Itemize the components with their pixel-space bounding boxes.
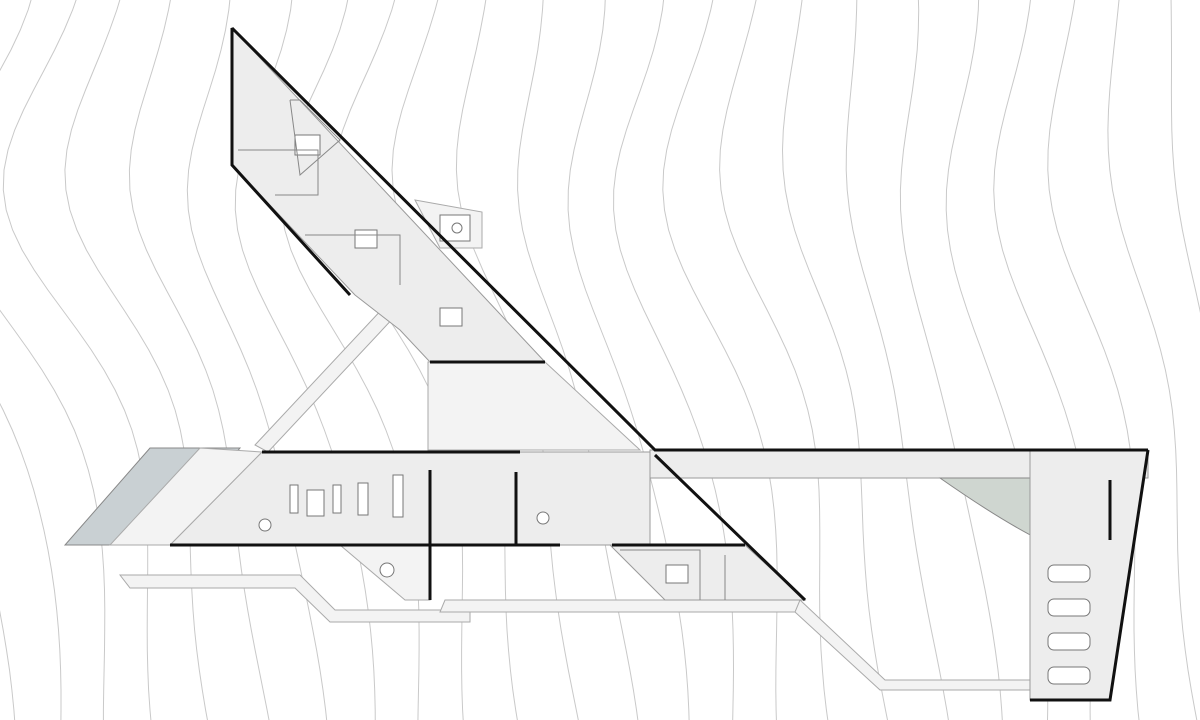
contour-line	[2, 0, 152, 720]
contour-line	[128, 0, 270, 720]
contour-line	[845, 0, 949, 720]
contour-line	[0, 402, 62, 720]
garage-cars	[1047, 564, 1091, 685]
contour-line	[0, 609, 16, 720]
central-deck	[427, 361, 642, 451]
contour-line	[1047, 0, 1140, 720]
car-icon	[1047, 598, 1091, 617]
contour-line	[0, 0, 106, 720]
contour-line	[1107, 0, 1198, 720]
car-icon	[1047, 666, 1091, 685]
contour-line	[1170, 0, 1200, 313]
contour-line	[781, 0, 889, 720]
contour-line	[899, 0, 1003, 720]
contour-line	[64, 0, 208, 720]
south-stair-paths	[118, 289, 1031, 691]
car-icon	[1047, 632, 1091, 651]
walls	[170, 26, 1150, 702]
car-icon	[1047, 564, 1091, 583]
contour-line	[186, 0, 328, 720]
contour-line	[719, 0, 829, 720]
